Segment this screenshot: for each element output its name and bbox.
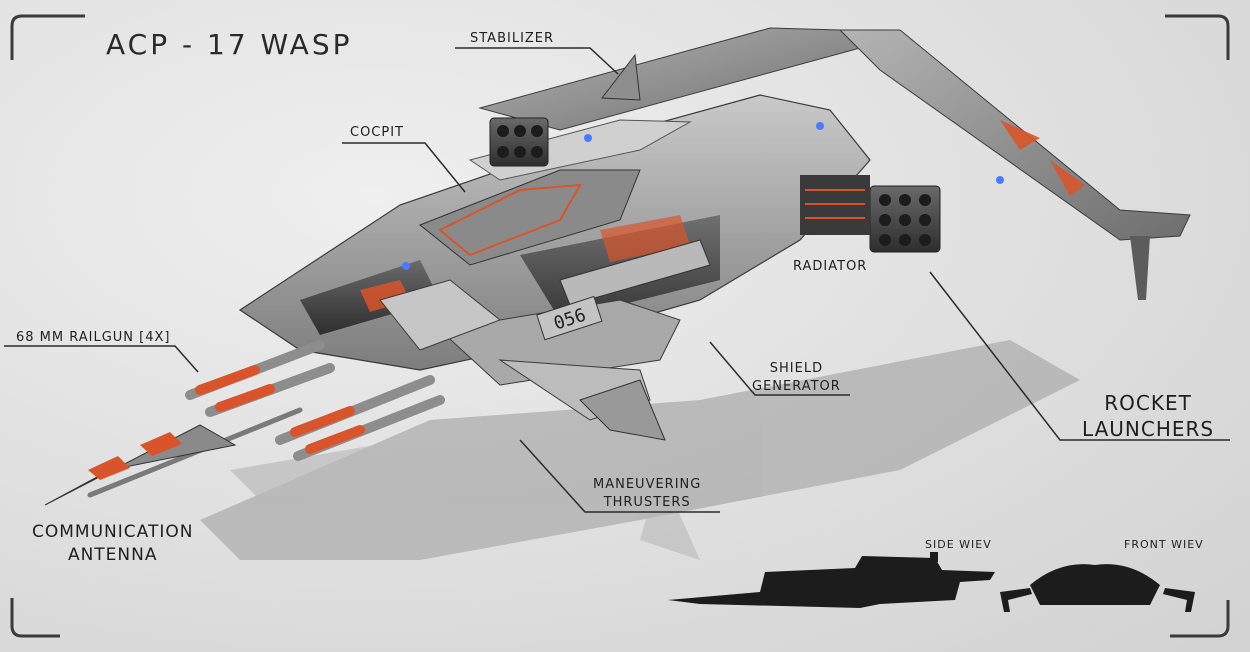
frame-top-left	[10, 14, 85, 60]
ground-shadow	[200, 340, 1080, 560]
leader-maneuver	[519, 439, 720, 513]
callout-communication-antenna: COMMUNICATION ANTENNA	[32, 521, 193, 567]
callout-comm-line2: ANTENNA	[67, 545, 158, 565]
callout-rocket-line1: ROCKET	[1104, 391, 1192, 415]
leader-shield	[709, 341, 850, 396]
antenna-blade	[44, 424, 237, 506]
callout-maneuvering-thrusters: MANEUVERING THRUSTERS	[593, 476, 701, 512]
leader-cockpit	[342, 142, 466, 193]
callout-rocket-line2: LAUNCHERS	[1082, 417, 1215, 441]
frame-bottom-right	[1170, 600, 1230, 638]
callout-rocket-launchers: ROCKET LAUNCHERS	[1082, 390, 1214, 442]
hull-number-plate: 056	[536, 295, 603, 341]
rocket-pods	[489, 117, 941, 253]
frame-top-right	[1165, 14, 1230, 60]
frame-bottom-left	[10, 598, 60, 638]
callout-maneuver-line2: THRUSTERS	[603, 495, 691, 510]
side-view-silhouette	[668, 552, 995, 608]
side-view-label: SIDE WIEV	[925, 538, 992, 551]
leader-stabilizer	[455, 47, 619, 75]
front-view-silhouette	[1000, 564, 1195, 612]
callout-stabilizer: STABILIZER	[470, 31, 555, 46]
railguns	[87, 340, 445, 498]
callout-railgun: 68 MM RAILGUN [4X]	[16, 330, 171, 345]
callout-shield-line2: GENERATOR	[752, 379, 841, 394]
leader-lines	[4, 47, 1230, 513]
callout-shield-generator: SHIELD GENERATOR	[752, 360, 841, 396]
callout-comm-line1: COMMUNICATION	[32, 522, 194, 542]
callout-cockpit: COCPIT	[350, 125, 405, 140]
callout-maneuver-line1: MANEUVERING	[593, 477, 702, 492]
ship-upper-frame	[478, 27, 1191, 300]
callout-shield-line1: SHIELD	[769, 361, 824, 376]
ship-hull	[238, 94, 1004, 441]
page-title: ACP - 17 WASP	[106, 28, 353, 61]
front-view-label: FRONT WIEV	[1124, 538, 1204, 551]
leader-radiator	[929, 271, 1230, 441]
frame-brackets	[10, 14, 1230, 638]
leader-railgun	[4, 345, 199, 373]
callout-radiator: RADIATOR	[793, 259, 868, 274]
